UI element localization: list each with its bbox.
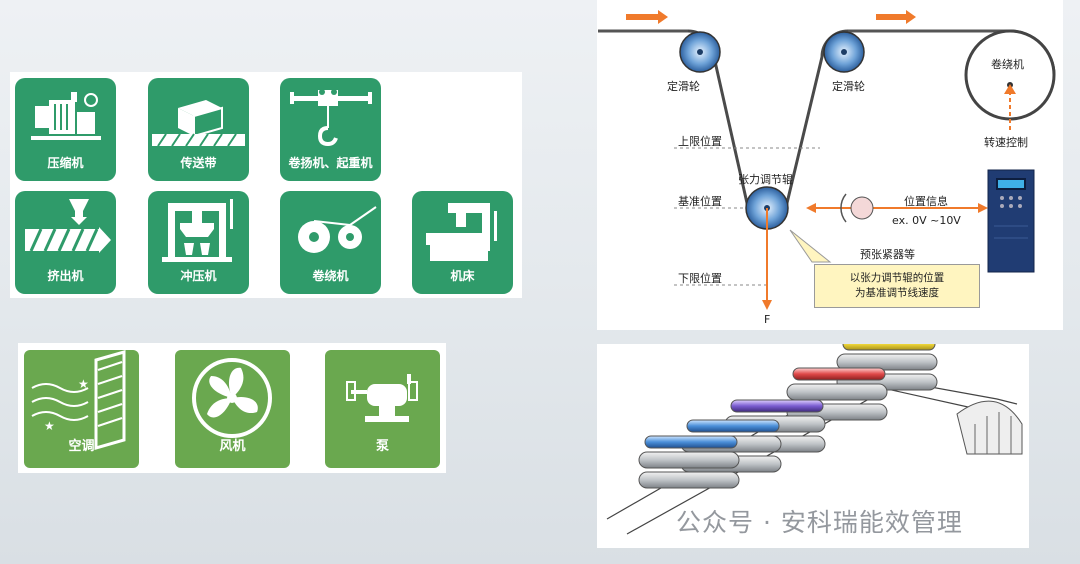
flow-arrow-right [876,10,916,24]
callout-box: 以张力调节辊的位置 为基准调节线速度 [814,264,980,308]
crane-icon [290,89,372,147]
tile-conveyor: 传送带 [148,78,249,181]
tile-label: 泵 [375,439,389,454]
tile-label: 传送带 [180,156,217,170]
press-icon [162,199,233,262]
compressor-icon [31,92,101,140]
tile-fan: 风机 [175,350,290,468]
print-unit-5 [836,344,938,391]
tile-label: 冲压机 [180,269,217,283]
pump-icon [346,374,418,422]
printing-rollers-illustration [606,344,1023,535]
label-force: F [764,313,771,326]
conveyor-icon [152,100,245,147]
tile-pump: 泵 [325,350,440,468]
tile-label: 压缩机 [47,156,84,170]
tile-air-conditioner: ★ ★ 空调 [24,350,139,468]
tension-diagram [598,10,1056,310]
label-lower-limit: 下限位置 [678,272,722,285]
tile-extruder: 挤出机 [15,191,116,294]
label-upper-limit: 上限位置 [678,135,722,148]
watermark: 公众号 · 安科瑞能效管理 [676,508,963,537]
tile-machine-tool: 机床 [412,191,513,294]
tile-compressor: 压缩机 [15,78,116,181]
label-reference-position: 基准位置 [678,195,722,208]
label-dancer-roller: 张力调节辊 [738,173,793,186]
label-speed-control: 转速控制 [984,136,1028,149]
tile-label: 卷绕机 [312,269,349,283]
callout-line-1: 以张力调节辊的位置 [849,272,945,284]
label-fixed-pulley-right: 定滑轮 [832,80,865,93]
tile-label: 空调 [68,439,95,454]
callout-line-2: 为基准调节线速度 [855,287,939,299]
svg-text:★: ★ [44,419,55,433]
tile-crane: 卷扬机、起重机 [280,78,381,181]
machine-tool-icon [426,203,497,261]
label-signal-range: ex. 0V ~10V [892,214,961,227]
flow-arrow-left [626,10,668,24]
label-position-info: 位置信息 [904,195,948,208]
position-sensor [850,196,874,220]
tile-label: 风机 [219,439,246,454]
svg-text:★: ★ [78,377,89,391]
tile-winder: 卷绕机 [280,191,381,294]
winder-icon [298,206,377,253]
extruder-icon [25,199,111,253]
air-conditioner-icon: ★ ★ [31,350,126,450]
label-winder: 卷绕机 [991,58,1024,71]
tile-label: 挤出机 [47,269,84,283]
label-pretensioner: 预张紧器等 [860,248,915,261]
fan-icon [192,358,272,438]
print-unit-1 [638,435,740,489]
tile-label: 卷扬机、起重机 [288,156,373,170]
tile-label: 机床 [450,269,475,283]
label-fixed-pulley-left: 定滑轮 [667,80,700,93]
tile-press: 冲压机 [148,191,249,294]
